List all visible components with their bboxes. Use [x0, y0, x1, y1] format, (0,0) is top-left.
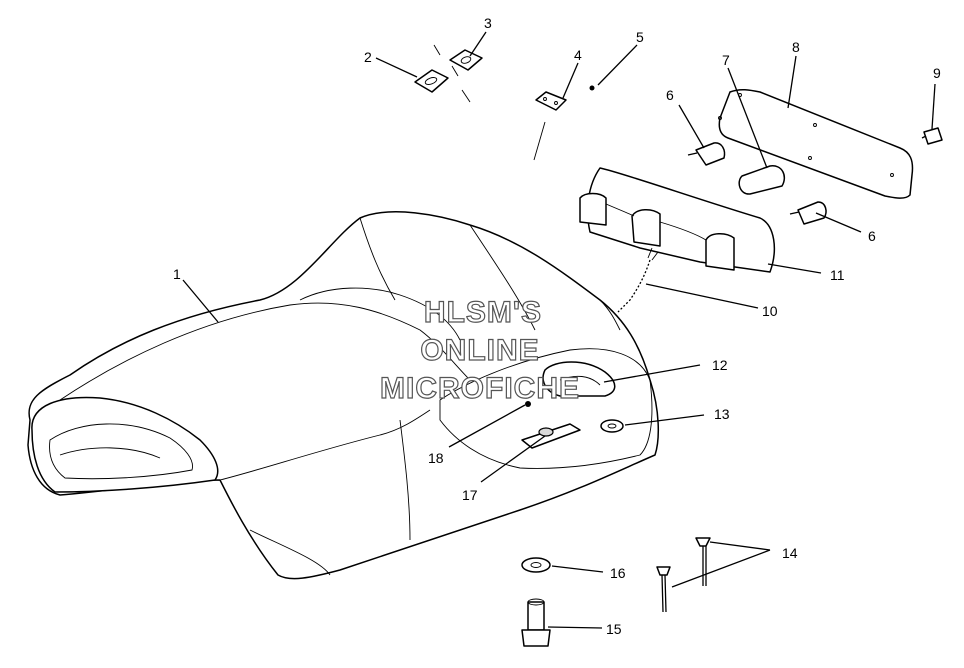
callout-1: 1: [173, 266, 181, 282]
callout-5: 5: [636, 29, 644, 45]
callout-12: 12: [712, 357, 728, 373]
wire-harness-part: [617, 247, 659, 313]
callout-17: 17: [462, 487, 478, 503]
callout-4: 4: [574, 47, 582, 63]
washer-part: [600, 419, 624, 433]
callout-10: 10: [762, 303, 778, 319]
watermark-line-3: MICROFICHE: [380, 372, 580, 405]
callout-6b: 6: [868, 228, 876, 244]
callout-18: 18: [428, 450, 444, 466]
bulb-parts: [687, 142, 827, 225]
screw-part: [921, 127, 943, 145]
callout-13: 13: [714, 406, 730, 422]
latch-plate-parts: [414, 44, 483, 103]
washer-part-16: [521, 557, 551, 573]
callout-6a: 6: [666, 87, 674, 103]
callout-numbers: 1 2 3 4 5 6 7 8 9 10 11 12 13 14 15 16 1…: [173, 15, 941, 637]
watermark: HLSM'S ONLINE MICROFICHE: [379, 295, 580, 405]
callout-14: 14: [782, 545, 798, 561]
watermark-line-1: HLSM'S: [424, 296, 542, 329]
callout-3: 3: [484, 15, 492, 31]
light-housing-part: [579, 167, 776, 273]
bolt-part: [521, 598, 551, 647]
callout-7: 7: [722, 52, 730, 68]
callout-9: 9: [933, 65, 941, 81]
callout-16: 16: [610, 565, 626, 581]
callout-11: 11: [830, 267, 845, 283]
cover-plate-part: [718, 88, 914, 199]
bracket-parts: [533, 85, 595, 161]
rivet-parts: [656, 537, 711, 613]
leader-lines: [182, 31, 936, 629]
hinge-part: [542, 361, 616, 397]
callout-2: 2: [364, 49, 372, 65]
callout-15: 15: [606, 621, 622, 637]
watermark-line-2: ONLINE: [420, 334, 539, 367]
callout-8: 8: [792, 39, 800, 55]
